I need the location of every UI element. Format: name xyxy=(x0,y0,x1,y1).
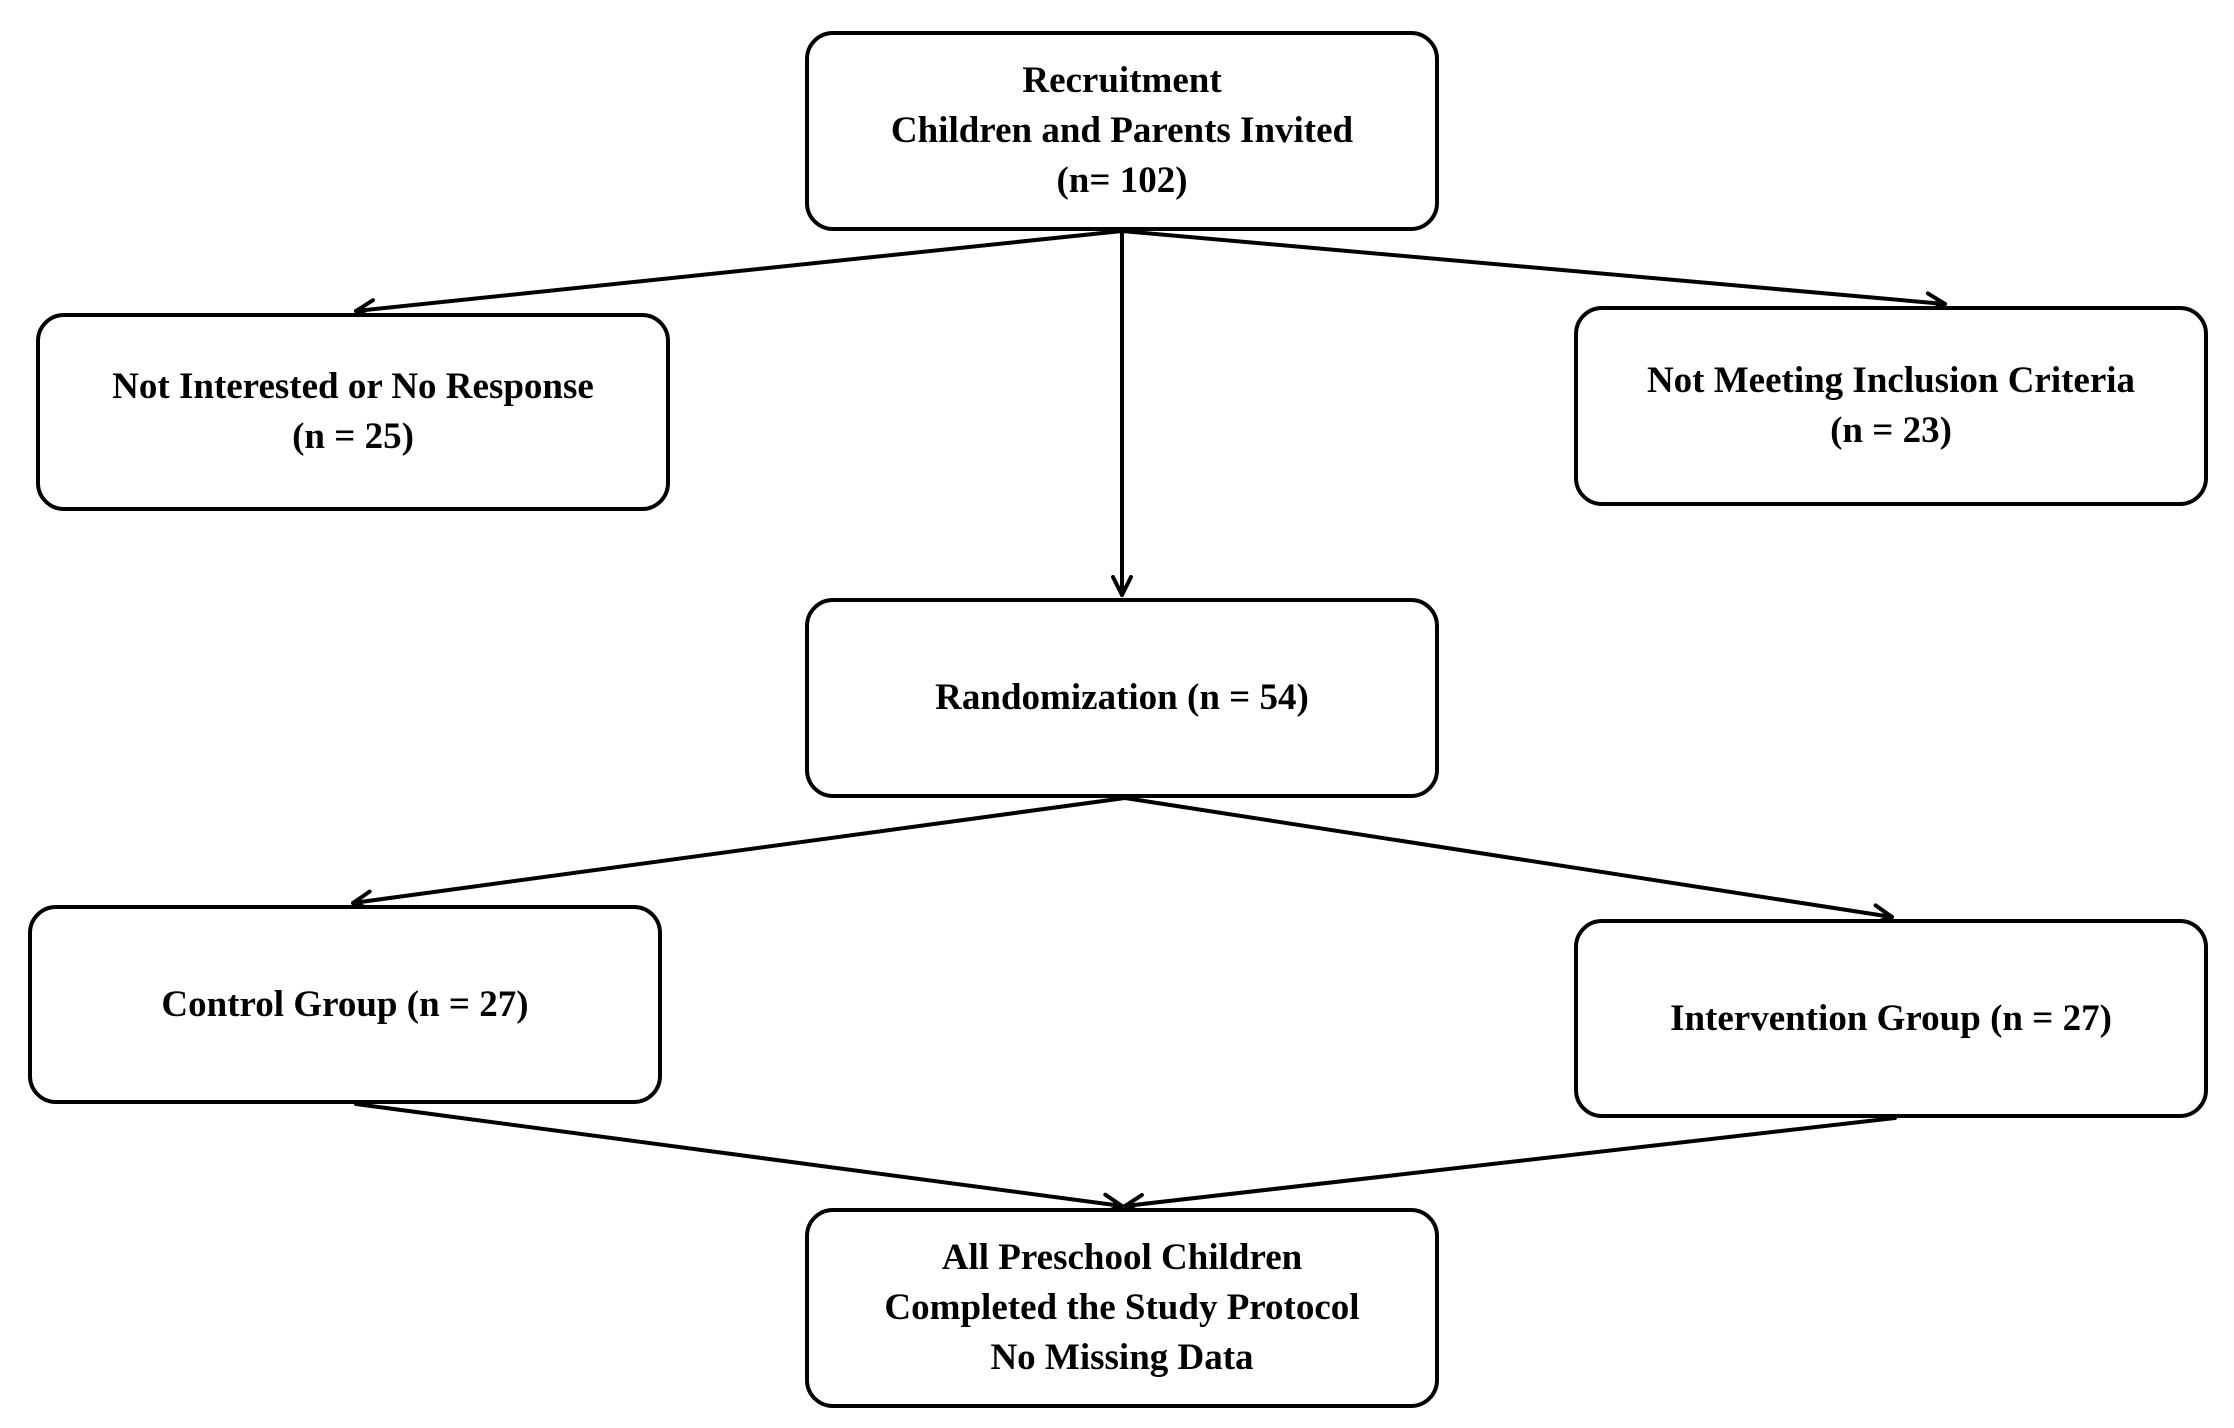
arrow-recruitment-to-not-interested xyxy=(354,229,1124,321)
recruitment-text: Recruitment Children and Parents Invited… xyxy=(891,56,1353,206)
not-interested-box: Not Interested or No Response (n = 25) xyxy=(36,313,670,511)
completed-protocol-line-1: All Preschool Children xyxy=(941,1237,1303,1278)
completed-protocol-line-3: No Missing Data xyxy=(990,1337,1254,1378)
control-group-box: Control Group (n = 27) xyxy=(28,905,662,1104)
intervention-group-box: Intervention Group (n = 27) xyxy=(1574,919,2208,1118)
not-meeting-criteria-label: Not Meeting Inclusion Criteria xyxy=(1646,360,2136,401)
arrow-randomization-to-control xyxy=(351,796,1127,912)
completed-protocol-text: All Preschool Children Completed the Stu… xyxy=(884,1233,1359,1383)
not-meeting-criteria-box: Not Meeting Inclusion Criteria (n = 23) xyxy=(1574,306,2208,506)
arrow-control-to-completed xyxy=(354,1102,1124,1215)
recruitment-title: Recruitment xyxy=(1022,60,1222,101)
control-group-label: Control Group (n = 27) xyxy=(161,983,529,1025)
intervention-group-label: Intervention Group (n = 27) xyxy=(1670,997,2112,1039)
not-interested-text: Not Interested or No Response (n = 25) xyxy=(112,362,594,462)
recruitment-subtitle: Children and Parents Invited xyxy=(890,110,1354,151)
recruitment-count: (n= 102) xyxy=(1056,160,1188,201)
completed-protocol-box: All Preschool Children Completed the Stu… xyxy=(805,1208,1439,1408)
randomization-box: Randomization (n = 54) xyxy=(805,598,1439,798)
not-meeting-criteria-count: (n = 23) xyxy=(1830,410,1952,451)
arrow-intervention-to-completed xyxy=(1123,1116,1897,1215)
randomization-text: Randomization (n = 54) xyxy=(935,673,1309,723)
recruitment-box: Recruitment Children and Parents Invited… xyxy=(805,31,1439,231)
not-interested-count: (n = 25) xyxy=(292,416,414,457)
not-interested-label: Not Interested or No Response xyxy=(112,366,594,407)
arrow-randomization-to-intervention xyxy=(1123,796,1894,926)
control-group-text: Control Group (n = 27) xyxy=(161,980,528,1030)
completed-protocol-line-2: Completed the Study Protocol xyxy=(884,1287,1360,1328)
randomization-label: Randomization (n = 54) xyxy=(935,677,1309,718)
arrow-recruitment-to-not-meeting xyxy=(1120,229,1947,314)
intervention-group-text: Intervention Group (n = 27) xyxy=(1670,994,2112,1044)
not-meeting-criteria-text: Not Meeting Inclusion Criteria (n = 23) xyxy=(1647,356,2135,456)
